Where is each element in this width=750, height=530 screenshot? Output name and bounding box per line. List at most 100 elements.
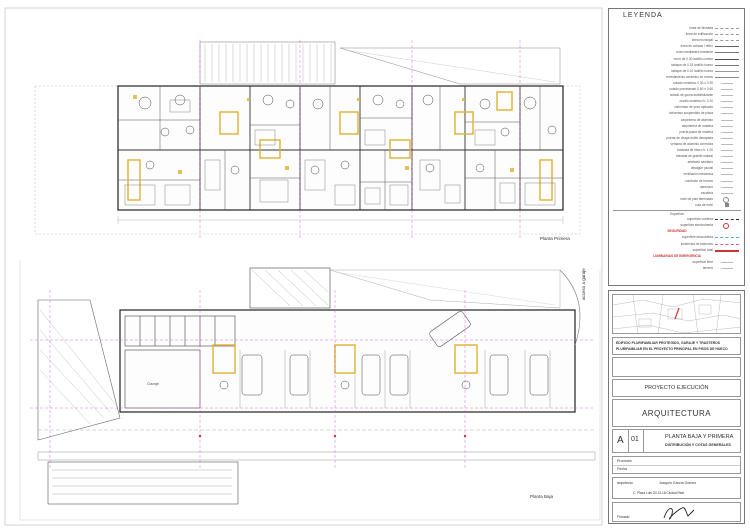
legend-item: revestimiento cerámico en muros bbox=[613, 75, 741, 81]
legend-section-label: Superficie bbox=[613, 210, 741, 218]
legend-item: cielorraso suspendido de placa bbox=[613, 111, 741, 117]
legend-item: línea de fachada bbox=[613, 26, 741, 32]
legend-item: solado de goma antideslizante bbox=[613, 93, 741, 99]
legend-symbol bbox=[721, 89, 733, 90]
legend-symbol bbox=[715, 46, 739, 48]
legend-symbol bbox=[715, 76, 739, 78]
legend-item-label: terreno bbox=[702, 265, 713, 270]
sheet-box: A 01 PLANTA BAJA Y PRIMERA DISTRIBUCIÓN … bbox=[612, 429, 741, 453]
floor-plans: Planta Primera bbox=[4, 7, 603, 526]
signature-box: Firmado bbox=[612, 502, 741, 522]
project-name-line2: PLURIFAMILIAR EN EL PROYECTO PRINCIPAL E… bbox=[616, 347, 728, 351]
discipline-text: ARQUITECTURA bbox=[641, 409, 712, 418]
legend-symbol bbox=[715, 58, 739, 60]
legend-item-label: muro medianero existente bbox=[676, 50, 713, 55]
legend-symbol bbox=[723, 223, 729, 230]
legend-item-label: ventilación mecánica bbox=[683, 172, 713, 177]
legend-symbol bbox=[721, 180, 733, 182]
drawing-border bbox=[4, 7, 603, 526]
signature-caption: Firmado bbox=[617, 515, 630, 519]
legend-item: línea de edificación bbox=[613, 32, 741, 38]
legend-item: solado porcelanato 0.60 x 0.60 bbox=[613, 87, 741, 93]
legend-item: desagüe pluvial bbox=[613, 166, 741, 172]
owner-box: Promotor Fecha bbox=[612, 456, 741, 474]
legend-symbol bbox=[721, 113, 733, 115]
legend-item-label: mesada de granito natural bbox=[675, 154, 713, 159]
access-label: acceso a garaje bbox=[581, 268, 586, 300]
legend-item-label: nivel de piso terminado bbox=[680, 196, 713, 201]
legend-item-label: carpintería de madera bbox=[681, 123, 713, 128]
legend-symbol bbox=[721, 107, 733, 109]
legend-symbol bbox=[721, 186, 733, 188]
legend-symbol bbox=[721, 162, 733, 164]
legend-symbol bbox=[725, 202, 729, 207]
architect-label: arquitecto bbox=[617, 481, 633, 485]
legend-item: muro de 0.30 ladrillo común bbox=[613, 57, 741, 63]
legend-symbol bbox=[715, 249, 739, 253]
legend-symbol bbox=[721, 267, 733, 269]
blank-box bbox=[612, 357, 741, 377]
legend-symbol bbox=[721, 156, 733, 158]
legend-item-label: escalera bbox=[700, 190, 713, 195]
legend-item: puerta placa de madera bbox=[613, 130, 741, 136]
project-name-box: EDIFICIO PLURIFAMILIAR PROTEGIDO, GARAJE… bbox=[612, 337, 741, 355]
legend-item-label: cielorraso de yeso aplicado bbox=[674, 105, 713, 110]
discipline-box: ARQUITECTURA bbox=[612, 399, 741, 427]
legend-title: LEYENDA bbox=[623, 12, 663, 19]
legend-symbol bbox=[715, 237, 739, 239]
legend-item: baranda de hierro h: 1.00 bbox=[613, 148, 741, 154]
legend-item: línea de ochava / retiro bbox=[613, 44, 741, 50]
legend-item: carpintería de madera bbox=[613, 124, 741, 130]
legend-item: superficie descubierta bbox=[613, 235, 741, 241]
legend-item: mesada de granito natural bbox=[613, 154, 741, 160]
legend-symbol bbox=[721, 137, 733, 139]
legend-item-label: ascensor bbox=[700, 184, 713, 189]
architect-box: arquitecto Joaquín García Gómez C. Plaza… bbox=[612, 477, 741, 499]
legend-item-label: puerta de chapa doble decapada bbox=[666, 135, 713, 140]
sheet-letter: A bbox=[617, 435, 624, 446]
upper-plan-label: Planta Primera bbox=[540, 236, 570, 241]
legend-symbol bbox=[721, 174, 733, 176]
legend-item: tabique de 0.10 ladrillo hueco bbox=[613, 69, 741, 75]
legend-item-label: ventana de aluminio corrediza bbox=[670, 141, 713, 146]
legend-symbol bbox=[715, 52, 739, 54]
legend-symbol bbox=[715, 243, 739, 245]
legend-symbol bbox=[715, 28, 739, 29]
legend-item-label: cielorraso suspendido de placa bbox=[669, 111, 713, 116]
legend-symbol bbox=[721, 82, 733, 84]
legend-symbol bbox=[715, 40, 739, 42]
legend-red-heading: LUMINARIAS DE EMERGENCIA bbox=[653, 253, 701, 258]
legend-item-label: línea de ochava / retiro bbox=[680, 44, 713, 49]
legend-item: conducto de humos bbox=[613, 179, 741, 185]
legend-item-label: solado porcelanato 0.60 x 0.60 bbox=[669, 87, 713, 91]
legend-symbol bbox=[721, 119, 733, 121]
legend-item: superficie total bbox=[613, 248, 741, 254]
legend-item: solado cerámico 0.30 x 0.30 bbox=[613, 81, 741, 87]
architect-name: Joaquín García Gómez bbox=[659, 481, 697, 485]
legend-item-label: tabique de 0.10 ladrillo hueco bbox=[671, 68, 713, 73]
title-block: EDIFICIO PLURIFAMILIAR PROTEGIDO, GARAJE… bbox=[608, 290, 745, 524]
legend-item: escalera bbox=[613, 191, 741, 197]
upper-floor-plan: Planta Primera bbox=[34, 40, 581, 241]
legend-symbol bbox=[721, 125, 733, 127]
legend-item-label: superficie descubierta bbox=[681, 235, 713, 240]
legend-item-label: línea de edificación bbox=[685, 32, 713, 37]
legend-item-label: incidencia de balcones bbox=[680, 241, 713, 246]
legend-item-label: carpintería de aluminio bbox=[680, 117, 713, 122]
phase-box: PROYECTO EJECUCIÓN bbox=[612, 379, 741, 397]
legend-item: cota de nivel bbox=[613, 202, 741, 209]
legend-symbol bbox=[721, 150, 733, 151]
project-name-line1: EDIFICIO PLURIFAMILIAR PROTEGIDO, GARAJE… bbox=[616, 341, 721, 345]
legend-item: terreno bbox=[613, 266, 741, 272]
date-label: Fecha bbox=[617, 467, 627, 471]
legend-symbol bbox=[721, 192, 733, 194]
legend-symbol bbox=[723, 196, 729, 203]
legend-symbol bbox=[721, 143, 733, 145]
legend-red-heading: SEGURIDAD bbox=[667, 229, 687, 234]
legend-item: artefacto sanitario bbox=[613, 160, 741, 166]
legend-item-label: superficie cubierta bbox=[687, 217, 713, 222]
legend-item: tabique de 0.15 ladrillo hueco bbox=[613, 63, 741, 69]
location-map bbox=[612, 294, 741, 334]
